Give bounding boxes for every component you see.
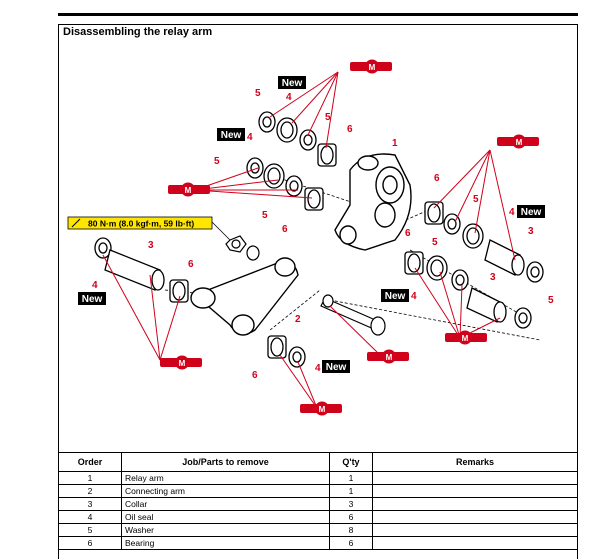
- callout-5: 5: [432, 237, 438, 248]
- order-cell: 1: [58, 471, 122, 485]
- remarks-cell: [372, 471, 578, 485]
- job-cell: Connecting arm: [121, 484, 330, 498]
- new-badge: New: [221, 130, 242, 141]
- callout-4: 4: [92, 280, 98, 291]
- order-cell: 4: [58, 510, 122, 524]
- torque-spec: 80 N·m (8.0 kgf·m, 59 lb·ft): [67, 216, 231, 241]
- svg-text:M: M: [516, 138, 523, 147]
- job-cell: Bearing: [121, 536, 330, 550]
- callout-6: 6: [405, 228, 411, 239]
- table-row: 5 Washer 8: [58, 523, 578, 537]
- callout-3: 3: [148, 240, 154, 251]
- callout-6: 6: [282, 224, 288, 235]
- col-qty: Q'ty: [329, 452, 373, 472]
- callout-5: 5: [214, 156, 220, 167]
- job-cell: Collar: [121, 497, 330, 511]
- page-title: Disassembling the relay arm: [63, 26, 213, 38]
- job-cell: Relay arm: [121, 471, 330, 485]
- parts-table: Order Job/Parts to remove Q'ty Remarks 1…: [58, 452, 578, 550]
- order-cell: 5: [58, 523, 122, 537]
- remarks-cell: [372, 497, 578, 511]
- job-cell: Washer: [121, 523, 330, 537]
- remarks-cell: [372, 484, 578, 498]
- callout-4: 4: [247, 132, 253, 143]
- svg-text:M: M: [319, 405, 326, 414]
- svg-text:M: M: [369, 63, 376, 72]
- connecting-arm: [190, 257, 299, 336]
- qty-cell: 6: [329, 536, 373, 550]
- callout-5: 5: [473, 194, 479, 205]
- qty-cell: 1: [329, 484, 373, 498]
- callout-4: 4: [411, 291, 417, 302]
- new-badge: New: [326, 362, 347, 373]
- remarks-cell: [372, 536, 578, 550]
- svg-text:M: M: [462, 334, 469, 343]
- callout-1: 1: [392, 138, 398, 149]
- qty-cell: 6: [329, 510, 373, 524]
- callout-3: 3: [490, 272, 496, 283]
- bolt: [320, 294, 386, 336]
- header-rule: [58, 13, 578, 16]
- new-badge: New: [282, 78, 303, 89]
- new-badge: New: [385, 291, 406, 302]
- table-row: 2 Connecting arm 1: [58, 484, 578, 498]
- callout-5: 5: [548, 295, 554, 306]
- callout-4: 4: [509, 207, 515, 218]
- qty-cell: 8: [329, 523, 373, 537]
- seals-washers-bearings: [94, 111, 544, 368]
- callout-2: 2: [295, 314, 301, 325]
- torque-label: 80 N·m (8.0 kgf·m, 59 lb·ft): [88, 219, 194, 229]
- nut: [225, 235, 260, 261]
- new-badge: New: [82, 294, 103, 305]
- svg-text:M: M: [185, 186, 192, 195]
- svg-text:M: M: [179, 359, 186, 368]
- exploded-diagram: M M M M M M M New New New New New New 80…: [67, 59, 554, 416]
- col-remarks: Remarks: [372, 452, 578, 472]
- callout-5: 5: [255, 88, 261, 99]
- callout-4: 4: [315, 363, 321, 374]
- qty-cell: 1: [329, 471, 373, 485]
- new-badges: New New New New New New: [78, 76, 545, 373]
- grease-icon: M M M M M M M: [160, 59, 539, 416]
- table-header-row: Order Job/Parts to remove Q'ty Remarks: [58, 452, 578, 472]
- order-cell: 2: [58, 484, 122, 498]
- order-cell: 6: [58, 536, 122, 550]
- callout-6: 6: [252, 370, 258, 381]
- callout-6: 6: [347, 124, 353, 135]
- callout-6: 6: [434, 173, 440, 184]
- order-cell: 3: [58, 497, 122, 511]
- callout-5: 5: [325, 112, 331, 123]
- table-row: 4 Oil seal 6: [58, 510, 578, 524]
- relay-arm: [334, 153, 412, 251]
- remarks-cell: [372, 523, 578, 537]
- table-row: 1 Relay arm 1: [58, 471, 578, 485]
- table-row: 3 Collar 3: [58, 497, 578, 511]
- svg-text:M: M: [386, 353, 393, 362]
- table-row: 6 Bearing 6: [58, 536, 578, 550]
- col-order: Order: [58, 452, 122, 472]
- callout-3: 3: [528, 226, 534, 237]
- qty-cell: 3: [329, 497, 373, 511]
- callout-4: 4: [286, 92, 292, 103]
- callout-6: 6: [188, 259, 194, 270]
- new-badge: New: [521, 207, 542, 218]
- col-job: Job/Parts to remove: [121, 452, 330, 472]
- job-cell: Oil seal: [121, 510, 330, 524]
- remarks-cell: [372, 510, 578, 524]
- page-frame: [58, 24, 578, 559]
- callout-5: 5: [262, 210, 268, 221]
- callout-numbers: 1 2 3 3 3 4 4 4 4 4 4 5 5 5 5 5 5 5 6 6 …: [92, 88, 554, 381]
